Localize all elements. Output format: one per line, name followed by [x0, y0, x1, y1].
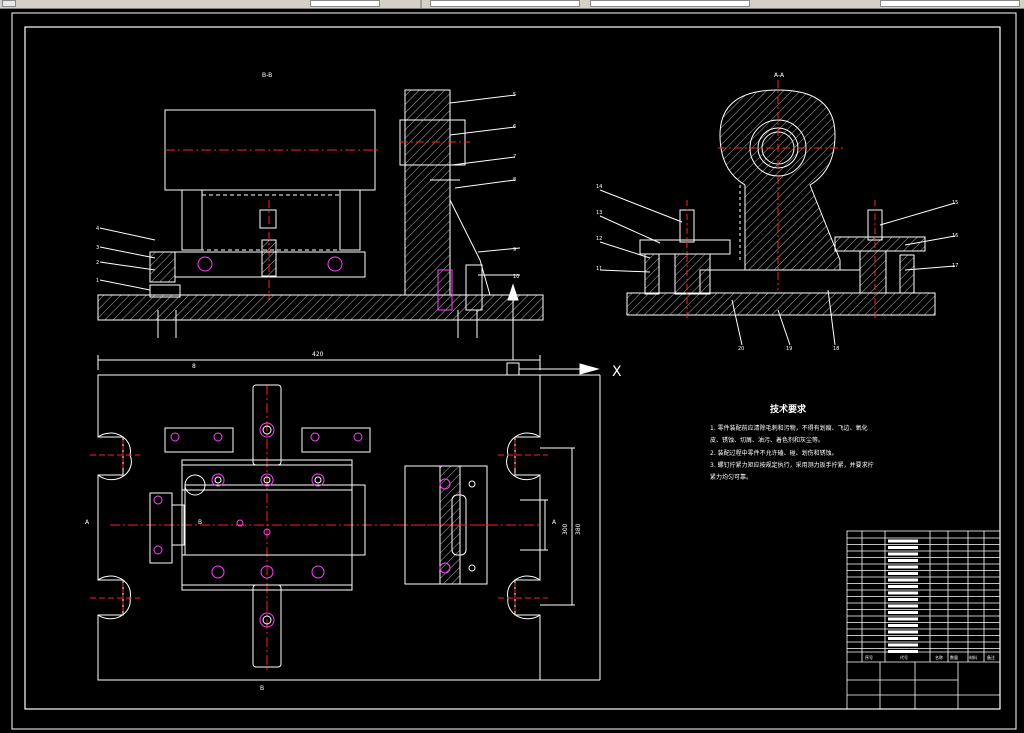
- bom-cell-text: [888, 539, 918, 543]
- svg-text:紧力均匀可靠。: 紧力均匀可靠。: [710, 473, 752, 481]
- svg-text:10: 10: [513, 274, 519, 280]
- bom-cell-text: [888, 598, 918, 601]
- bom-cell-text: [888, 630, 918, 634]
- plan-view: 420 8: [85, 351, 601, 692]
- svg-text:B: B: [198, 519, 202, 526]
- svg-text:15: 15: [952, 200, 958, 206]
- sheet-outer-border: [11, 12, 1017, 730]
- svg-text:1: 1: [96, 278, 99, 284]
- svg-text:8: 8: [513, 177, 516, 183]
- technical-requirements: 技术要求 1. 零件装配前应清除毛刺和污物，不得有划痕、飞边、氧化 皮、锈蚀、切…: [710, 403, 874, 481]
- title-block: [846, 530, 1001, 710]
- svg-text:B: B: [260, 685, 264, 692]
- bom-cell-text: [888, 604, 918, 608]
- toolbar-dropdown-b[interactable]: [430, 0, 580, 7]
- bom-cell-text: [888, 546, 918, 549]
- bom-cell-text: [888, 617, 918, 621]
- svg-text:16: 16: [952, 233, 958, 239]
- left-balloons: 4 3 2 1 5 6 7 8 9 10: [96, 92, 519, 284]
- svg-text:X: X: [612, 364, 622, 380]
- svg-text:皮、锈蚀、切屑、油污、着色剂和灰尘等。: 皮、锈蚀、切屑、油污、着色剂和灰尘等。: [710, 436, 824, 444]
- svg-text:9: 9: [513, 247, 516, 253]
- bom-cell-text: [888, 611, 918, 614]
- svg-text:2. 装配过程中零件不允许磕、碰、划伤和锈蚀。: 2. 装配过程中零件不允许磕、碰、划伤和锈蚀。: [710, 449, 838, 457]
- bom-cell-text: [888, 572, 918, 575]
- bom-cell-text: [888, 591, 918, 595]
- svg-text:7: 7: [513, 154, 516, 160]
- svg-text:17: 17: [952, 263, 958, 269]
- toolbar-separator: [420, 0, 422, 8]
- save-icon[interactable]: [2, 0, 16, 7]
- svg-text:12: 12: [596, 236, 602, 242]
- toolbar-dropdown-a[interactable]: [310, 0, 380, 7]
- svg-text:13: 13: [596, 210, 602, 216]
- title-block-headers: 序号 代号 名称 数量 材料 备注: [865, 654, 995, 660]
- bom-cell-text: [888, 624, 918, 627]
- svg-text:A: A: [552, 519, 557, 526]
- svg-text:20: 20: [738, 346, 744, 352]
- svg-text:名称: 名称: [935, 654, 943, 660]
- bom-cell-text: [888, 637, 918, 640]
- svg-text:8: 8: [192, 363, 196, 370]
- bom-cell-text: [888, 643, 918, 647]
- svg-text:19: 19: [786, 346, 792, 352]
- svg-text:2: 2: [96, 260, 99, 266]
- svg-text:3: 3: [96, 245, 99, 251]
- right-section-title: A-A: [774, 72, 785, 79]
- toolbar-dropdown-c[interactable]: [590, 0, 750, 7]
- bom-cell-text: [888, 559, 918, 562]
- toolbar-dropdown-d[interactable]: [880, 0, 1020, 7]
- left-section-title: B-B: [262, 72, 272, 79]
- svg-text:11: 11: [596, 266, 602, 272]
- toolbar: [0, 0, 1024, 9]
- bom-cell-text: [888, 578, 918, 582]
- svg-text:6: 6: [513, 124, 516, 130]
- svg-text:5: 5: [513, 92, 516, 98]
- left-section-view: B-B: [97, 72, 544, 360]
- bom-cell-text: [888, 565, 918, 569]
- ucs-axis-icon: X: [506, 362, 622, 380]
- svg-text:材料: 材料: [969, 654, 977, 660]
- svg-text:1. 零件装配前应清除毛刺和污物，不得有划痕、飞边、氧化: 1. 零件装配前应清除毛刺和污物，不得有划痕、飞边、氧化: [710, 424, 868, 432]
- svg-text:300: 300: [562, 523, 569, 535]
- svg-text:420: 420: [312, 351, 324, 358]
- svg-text:序号: 序号: [865, 654, 873, 660]
- svg-text:备注: 备注: [987, 654, 995, 660]
- svg-text:14: 14: [596, 184, 602, 190]
- svg-text:A: A: [85, 519, 90, 526]
- svg-text:380: 380: [575, 523, 582, 535]
- svg-text:4: 4: [96, 226, 99, 232]
- right-section-view: A-A: [599, 72, 956, 346]
- svg-text:代号: 代号: [900, 654, 908, 660]
- tech-req-title: 技术要求: [770, 403, 807, 415]
- cad-drawing-canvas[interactable]: B-B: [0, 9, 1024, 733]
- svg-text:3. 螺钉拧紧力矩应按规定执行，采用测力扳手拧紧，并要求拧: 3. 螺钉拧紧力矩应按规定执行，采用测力扳手拧紧，并要求拧: [710, 461, 874, 469]
- sheet-inner-border: [24, 26, 1001, 710]
- svg-text:18: 18: [833, 346, 839, 352]
- svg-text:数量: 数量: [950, 654, 958, 660]
- bom-cell-text: [888, 585, 918, 588]
- bom-cell-text: [888, 552, 918, 556]
- bom-cell-text: [888, 650, 918, 653]
- right-balloons: 14 13 12 11 15 16 17 20 19 18: [596, 184, 958, 352]
